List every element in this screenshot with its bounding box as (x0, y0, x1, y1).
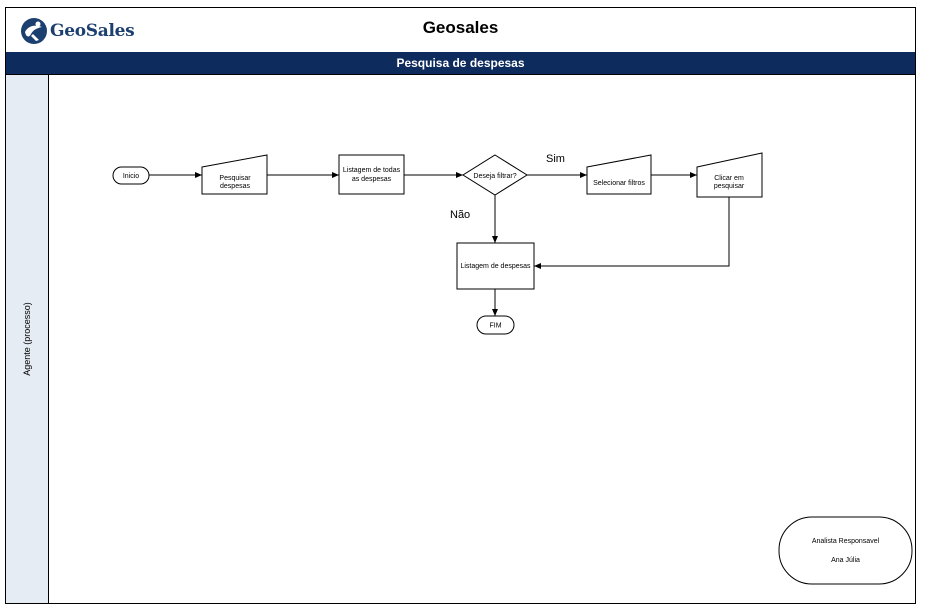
node-clicar-label-1: Clicar em (714, 175, 744, 182)
page-title: Geosales (422, 18, 499, 37)
edge-label-sim: Sim (546, 153, 565, 165)
node-selecionar-filtros-label: Selecionar filtros (593, 180, 645, 187)
edge-clicar-listagem-despesas (534, 197, 730, 269)
node-listagem-todas-label-2: as despesas (352, 176, 392, 183)
node-pesquisar-despesas: Pesquisar despesas (201, 154, 268, 195)
logo-text: GeoSales (50, 21, 135, 41)
node-selecionar-filtros: Selecionar filtros (586, 154, 652, 195)
node-listagem-todas-label-1: Listagem de todas (343, 167, 401, 174)
geosales-logo-icon (21, 18, 47, 44)
node-inicio: Inicio (112, 166, 150, 185)
node-pesquisar-label-1: Pesquisar (219, 175, 251, 182)
swimlane-label: Agente (processo) (6, 75, 49, 603)
node-pesquisar-label-2: despesas (220, 183, 250, 190)
node-deseja-filtrar: Deseja filtrar? (462, 154, 528, 196)
analyst-name: Ana Júlia (831, 557, 860, 564)
node-fim: FIM (476, 315, 515, 335)
node-listagem-despesas: Listagem de despesas (456, 242, 535, 290)
edge-label-nao: Não (450, 209, 470, 221)
node-fim-label: FIM (489, 323, 501, 330)
diagram-frame: GeoSales Geosales Pesquisa de despesas A… (5, 7, 916, 604)
logo: GeoSales (20, 15, 135, 47)
node-inicio-label: Inicio (123, 173, 139, 180)
edges (149, 172, 730, 316)
node-clicar-pesquisar: Clicar em pesquisar (696, 152, 763, 198)
node-listagem-despesas-label: Listagem de despesas (460, 263, 531, 270)
analyst-box: Analista Responsavel Ana Júlia (778, 516, 913, 585)
section-banner: Pesquisa de despesas (6, 52, 915, 75)
node-clicar-label-2: pesquisar (714, 183, 745, 190)
analyst-role: Analista Responsavel (812, 538, 880, 545)
node-listagem-todas: Listagem de todas as despesas (338, 154, 405, 195)
node-deseja-filtrar-label: Deseja filtrar? (473, 173, 516, 180)
